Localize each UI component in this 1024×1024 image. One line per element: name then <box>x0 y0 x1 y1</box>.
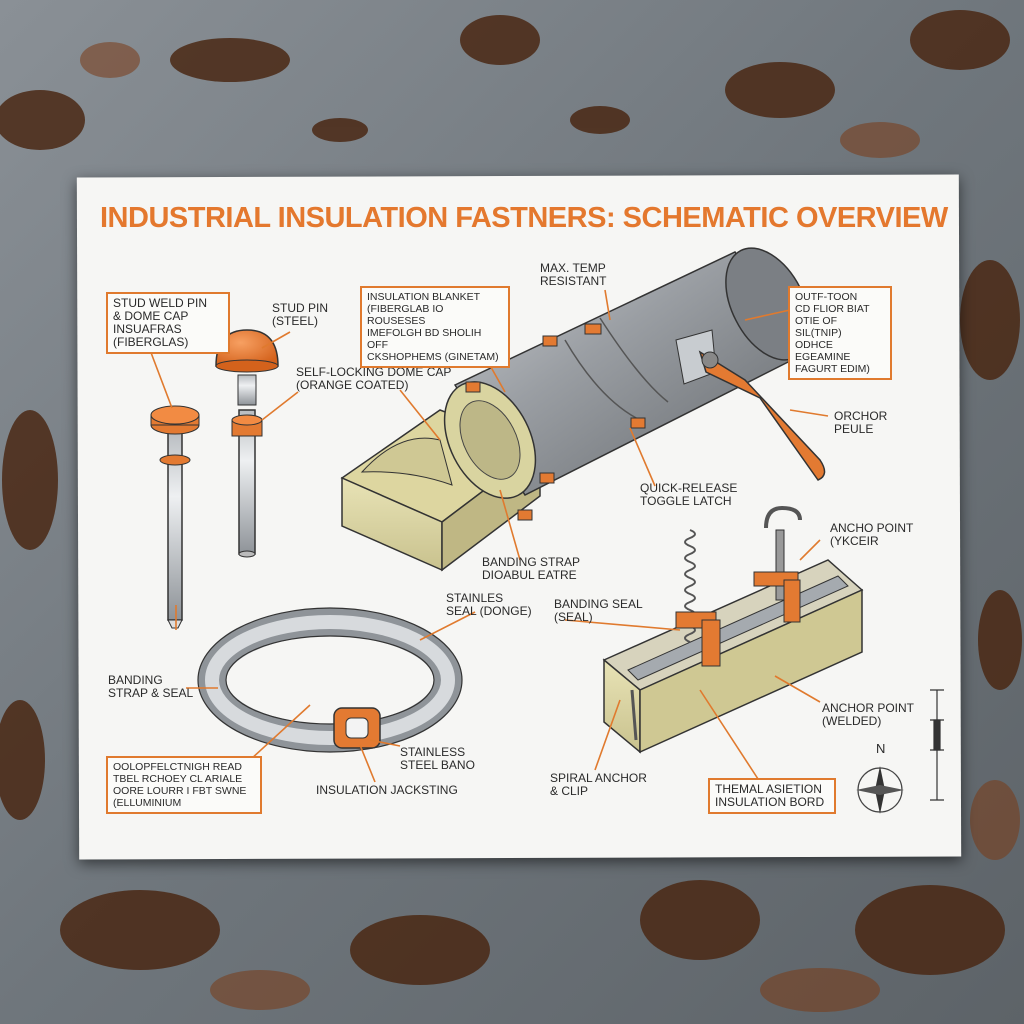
leader-lines <box>149 289 829 783</box>
label-stainless-seal: STAINLES SEAL (DONGE) <box>446 591 532 618</box>
label-anchor-point-welded: ANCHOR POINT (WELDED) <box>822 701 915 728</box>
insulation-board <box>602 505 864 754</box>
label-thermal-board: THEMAL ASIETION INSULATION BORD <box>708 778 836 814</box>
label-toggle-latch: QUICK-RELEASE TOGGLE LATCH <box>640 481 738 508</box>
stud-weld-pin <box>150 405 200 629</box>
label-banding-seal: BANDING SEAL (SEAL) <box>554 597 643 624</box>
label-orchor-peule: ORCHOR PEULE <box>834 409 888 436</box>
label-stainless-band: STAINLESS STEEL BANO <box>400 745 475 772</box>
label-dome-cap: SELF-LOCKING DOME CAP (ORANGE COATED) <box>296 365 452 392</box>
label-spiral-anchor: SPIRAL ANCHOR & CLIP <box>550 771 647 798</box>
label-stud-pin: STUD PIN (STEEL) <box>272 301 329 328</box>
page-title: INDUSTRIAL INSULATION FASTNERS: SCHEMATI… <box>100 202 948 234</box>
label-insulation-jacksting: INSULATION JACKSTING <box>316 783 458 797</box>
stainless-steel-band <box>197 607 463 753</box>
label-banding-strap: BANDING STRAP DIOABUL EATRE <box>482 555 581 582</box>
label-banding-strap-seal: BANDING STRAP & SEAL <box>108 673 194 700</box>
stud-pin <box>215 329 279 558</box>
scale-bar <box>930 689 944 801</box>
label-outer-jacket: OUTF-TOON CD FLIOR BIAT OTIE OF SIL(TNIP… <box>788 286 892 380</box>
label-jacketing-material: OOLOPFELCTNIGH READ TBEL RCHOEY CL ARIAL… <box>106 756 262 814</box>
label-max-temp: MAX. TEMP RESISTANT <box>540 261 607 288</box>
compass-rose-icon <box>856 766 904 814</box>
compass-north-label: N <box>876 741 886 756</box>
label-anchor-point-top: ANCHO POINT (YKCEIR <box>830 521 914 548</box>
jacketed-pipe <box>443 247 826 521</box>
label-stud-weld-pin: STUD WELD PIN & DOME CAP INSUAFRAS (FIBE… <box>106 292 230 354</box>
label-insulation-blanket: INSULATION BLANKET (FIBERGLAB IO ROUSESE… <box>360 286 510 368</box>
